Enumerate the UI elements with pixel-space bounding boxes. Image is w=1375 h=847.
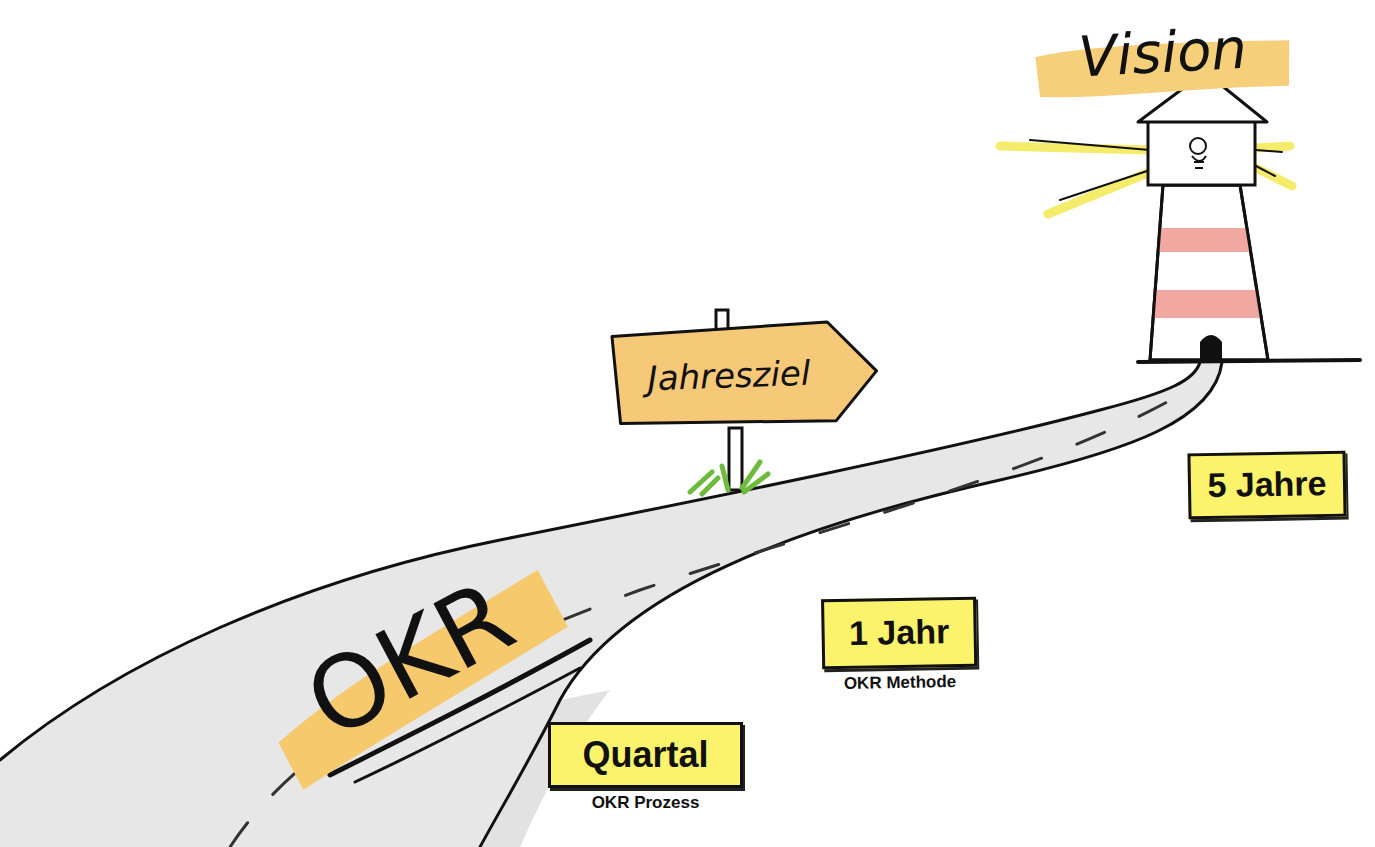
time-label-text: 5 Jahre xyxy=(1187,451,1346,520)
lighthouse-stripe xyxy=(1158,228,1251,252)
grass xyxy=(690,462,768,494)
ground-line xyxy=(1138,360,1360,362)
lighthouse-outline xyxy=(1150,185,1268,360)
time-label-caption: OKR Methode xyxy=(844,673,957,694)
lighthouse-stripe xyxy=(1153,290,1261,318)
direction-sign: Jahresziel xyxy=(603,313,887,438)
road-surface xyxy=(0,362,1222,847)
road-edge xyxy=(480,362,1222,847)
lamp-room xyxy=(1148,118,1255,185)
time-label: 5 Jahre xyxy=(1187,451,1346,520)
lighthouse-tower xyxy=(1150,185,1268,360)
road-edge xyxy=(0,362,1200,760)
road-center-line xyxy=(230,392,1185,847)
lamp-bulb xyxy=(1190,138,1206,154)
time-label-text: 1 Jahr xyxy=(821,597,977,670)
time-label: 1 JahrOKR Methode xyxy=(821,597,978,712)
time-label: QuartalOKR Prozess xyxy=(548,722,743,834)
sign-post xyxy=(729,428,742,490)
sign-text: Jahresziel xyxy=(647,355,811,398)
direction-sign-outline xyxy=(612,320,878,428)
lighthouse-door xyxy=(1200,335,1222,362)
lamp-bulb xyxy=(1192,156,1206,168)
vision-title: Vision xyxy=(1077,17,1248,87)
time-label-text: Quartal xyxy=(548,722,743,788)
time-label-caption: OKR Prozess xyxy=(592,794,700,813)
vision-band: Vision xyxy=(1028,0,1298,107)
